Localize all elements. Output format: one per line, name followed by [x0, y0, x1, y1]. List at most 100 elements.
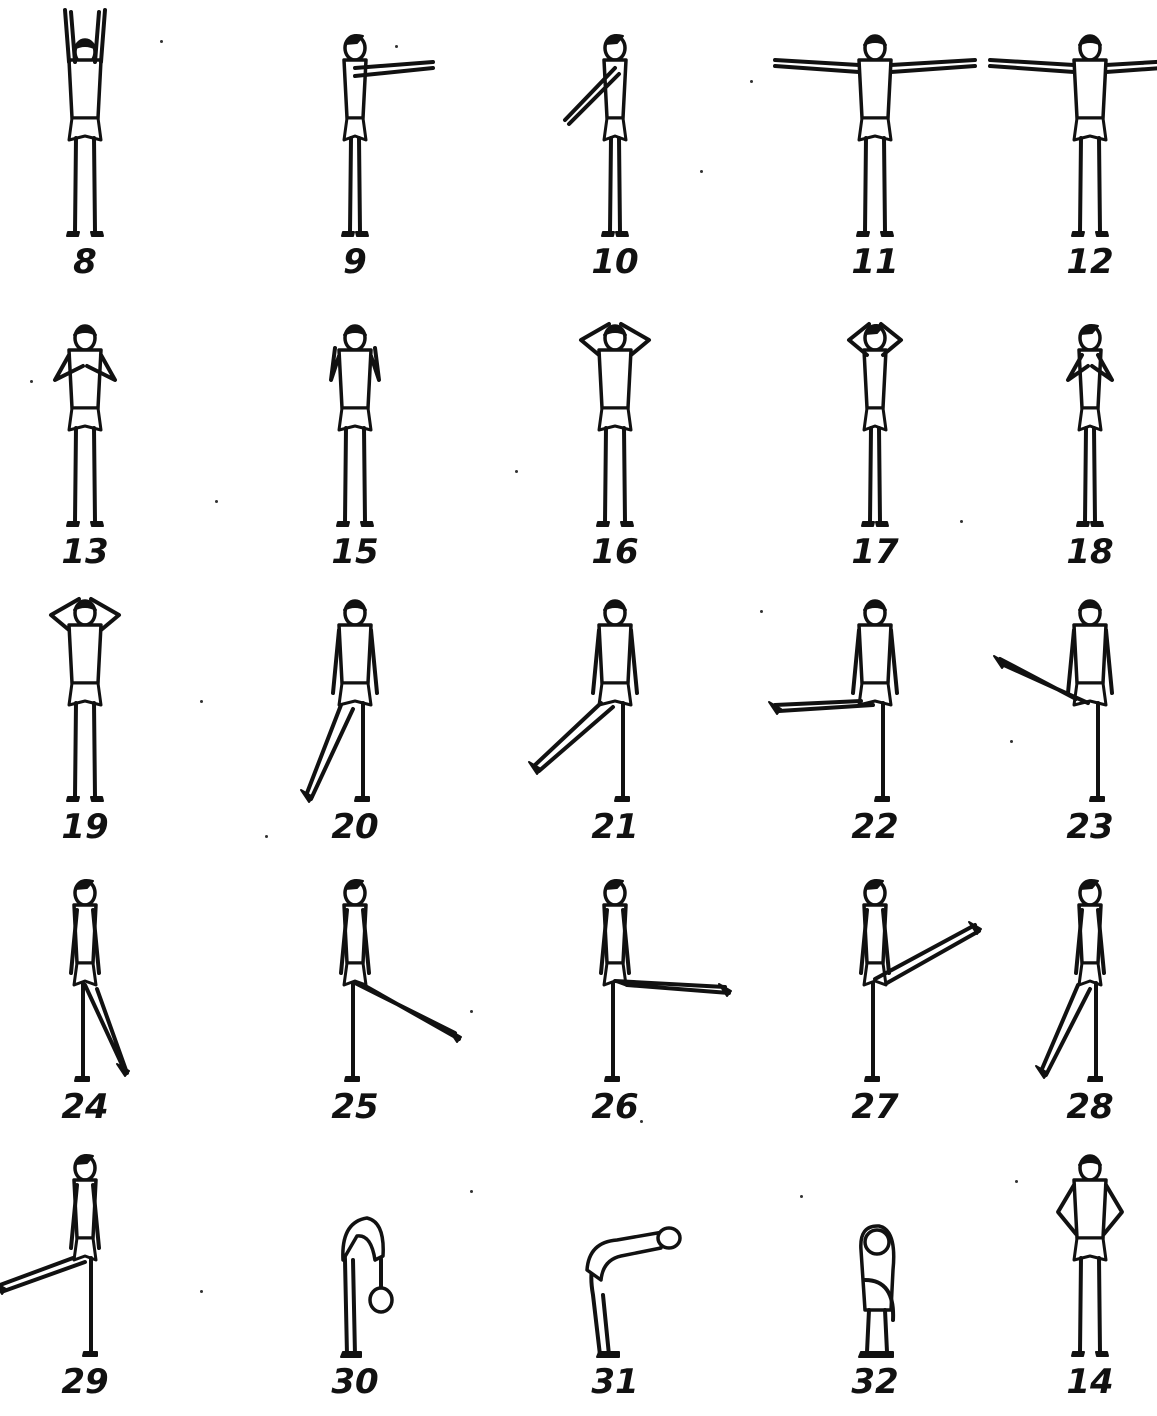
figure-drawing: [15, 10, 155, 240]
figure-drawing: [545, 1130, 685, 1360]
figure-number: 12: [1020, 242, 1157, 282]
exercise-figure-29: 29: [15, 1130, 155, 1405]
figure-torso: [69, 350, 101, 408]
figure-torso: [69, 625, 101, 683]
print-speck: [800, 1195, 803, 1198]
figure-number: 8: [15, 242, 155, 282]
figure-torso: [1074, 625, 1106, 683]
figure-torso: [1079, 350, 1101, 408]
figure-number: 17: [805, 532, 945, 572]
figure-torso: [1074, 1180, 1106, 1238]
print-speck: [265, 835, 268, 838]
exercise-figure-25: 25: [285, 855, 425, 1130]
figure-number: 24: [15, 1087, 155, 1127]
figure-number: 30: [285, 1362, 425, 1402]
figure-number: 27: [805, 1087, 945, 1127]
figure-drawing: [805, 855, 945, 1085]
figure-number: 26: [545, 1087, 685, 1127]
figure-number: 16: [545, 532, 685, 572]
figure-drawing: [15, 1130, 155, 1360]
exercise-figure-30: 30: [285, 1130, 425, 1405]
figure-number: 14: [1020, 1362, 1157, 1402]
figure-drawing: [285, 855, 425, 1085]
exercise-figure-10: 10: [545, 10, 685, 285]
figure-torso: [859, 625, 891, 683]
figure-head: [370, 1288, 392, 1312]
print-speck: [395, 45, 398, 48]
exercise-figure-22: 22: [805, 575, 945, 850]
figure-drawing: [1020, 10, 1157, 240]
figure-drawing: [285, 575, 425, 805]
figure-torso: [599, 625, 631, 683]
figure-number: 29: [15, 1362, 155, 1402]
print-speck: [515, 470, 518, 473]
figure-drawing: [1020, 300, 1157, 530]
print-speck: [200, 1290, 203, 1293]
figure-number: 25: [285, 1087, 425, 1127]
figure-drawing: [285, 1130, 425, 1360]
figure-head: [658, 1228, 680, 1248]
figure-drawing: [1020, 1130, 1157, 1360]
figure-number: 32: [805, 1362, 945, 1402]
exercise-figure-19: 19: [15, 575, 155, 850]
print-speck: [470, 1010, 473, 1013]
exercise-figure-9: 9: [285, 10, 425, 285]
figure-drawing: [1020, 575, 1157, 805]
figure-torso: [339, 625, 371, 683]
figure-drawing: [545, 10, 685, 240]
print-speck: [215, 500, 218, 503]
exercise-figure-16: 16: [545, 300, 685, 575]
print-speck: [640, 1120, 643, 1123]
figure-number: 19: [15, 807, 155, 847]
exercise-figure-27: 27: [805, 855, 945, 1130]
exercise-figure-31: 31: [545, 1130, 685, 1405]
figure-drawing: [285, 300, 425, 530]
figure-number: 15: [285, 532, 425, 572]
figure-drawing: [15, 300, 155, 530]
figure-drawing: [805, 575, 945, 805]
figure-number: 23: [1020, 807, 1157, 847]
print-speck: [1015, 1180, 1018, 1183]
figure-number: 18: [1020, 532, 1157, 572]
exercise-figure-18: 18: [1020, 300, 1157, 575]
print-speck: [700, 170, 703, 173]
figure-drawing: [805, 300, 945, 530]
figure-number: 9: [285, 242, 425, 282]
print-speck: [750, 80, 753, 83]
print-speck: [200, 700, 203, 703]
figure-drawing: [545, 855, 685, 1085]
figure-number: 13: [15, 532, 155, 572]
figure-drawing: [285, 10, 425, 240]
exercise-figure-14: 14: [1020, 1130, 1157, 1405]
figure-drawing: [545, 300, 685, 530]
exercise-figure-23: 23: [1020, 575, 1157, 850]
print-speck: [160, 40, 163, 43]
figure-torso: [339, 350, 371, 408]
figure-drawing: [805, 1130, 945, 1360]
figure-number: 22: [805, 807, 945, 847]
figure-number: 20: [285, 807, 425, 847]
exercise-figure-17: 17: [805, 300, 945, 575]
exercise-figure-21: 21: [545, 575, 685, 850]
figure-torso: [859, 60, 891, 118]
print-speck: [960, 520, 963, 523]
figure-drawing: [805, 10, 945, 240]
figure-drawing: [545, 575, 685, 805]
figure-number: 28: [1020, 1087, 1157, 1127]
exercise-figure-13: 13: [15, 300, 155, 575]
exercise-figure-28: 28: [1020, 855, 1157, 1130]
print-speck: [1010, 740, 1013, 743]
figure-torso: [864, 350, 886, 408]
figure-torso: [69, 60, 101, 118]
figure-head: [865, 1230, 889, 1254]
figure-number: 11: [805, 242, 945, 282]
figure-number: 21: [545, 807, 685, 847]
print-speck: [470, 1190, 473, 1193]
exercise-figure-32: 32: [805, 1130, 945, 1405]
figure-torso: [599, 350, 631, 408]
exercise-figure-11: 11: [805, 10, 945, 285]
exercise-figure-8: 8: [15, 10, 155, 285]
print-speck: [30, 380, 33, 383]
figure-drawing: [1020, 855, 1157, 1085]
